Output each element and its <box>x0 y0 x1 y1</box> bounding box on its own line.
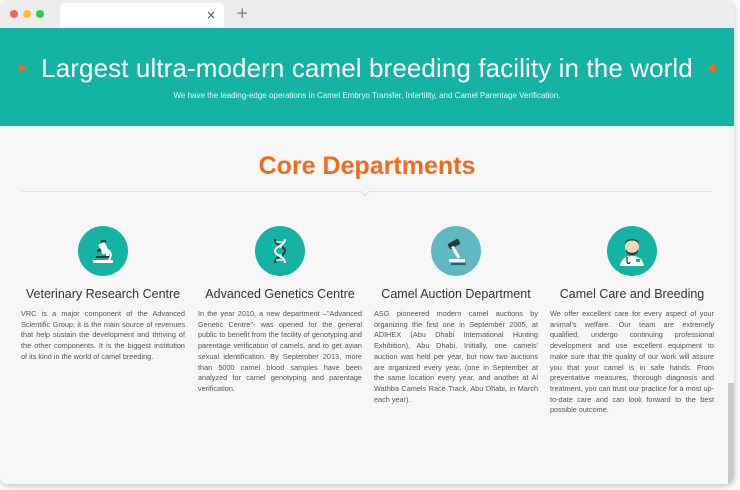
department-description: We offer excellent care for every aspect… <box>550 309 714 415</box>
divider-notch <box>360 187 370 197</box>
hero-title: Largest ultra-modern camel breeding faci… <box>41 52 693 83</box>
department-title: Camel Auction Department <box>381 287 531 301</box>
close-window-button[interactable] <box>10 10 18 18</box>
department-title: Veterinary Research Centre <box>25 287 181 301</box>
gavel-icon <box>431 226 481 276</box>
triangle-right-icon <box>19 63 28 73</box>
minimize-window-button[interactable] <box>23 10 31 18</box>
browser-window: × + Largest ultra-modern camel breeding … <box>0 0 734 484</box>
page-scrollbar[interactable] <box>728 383 734 484</box>
department-card-veterinary: Veterinary Research Centre VRC is a majo… <box>21 226 185 363</box>
new-tab-button[interactable]: + <box>236 4 249 22</box>
department-description: In the year 2010, a new department –"Adv… <box>198 309 362 393</box>
browser-tab[interactable]: × <box>60 3 224 28</box>
department-description: ASG pioneered modern camel auctions by o… <box>374 309 538 404</box>
triangle-left-icon <box>706 63 715 73</box>
department-card-care: Camel Care and Breeding We offer excelle… <box>550 226 714 416</box>
browser-titlebar: × + <box>0 0 734 28</box>
microscope-icon <box>78 226 128 276</box>
hero-banner: Largest ultra-modern camel breeding faci… <box>0 28 734 126</box>
dna-icon <box>255 226 305 276</box>
maximize-window-button[interactable] <box>36 10 44 18</box>
department-description: VRC is a major component of the Advanced… <box>21 309 185 361</box>
veterinarian-icon <box>607 226 657 276</box>
hero-subtitle: We have the leading-edge operations in C… <box>173 91 561 100</box>
department-card-auction: Camel Auction Department ASG pioneered m… <box>374 226 538 405</box>
department-card-genetics: Advanced Genetics Centre In the year 201… <box>198 226 362 395</box>
tab-close-icon[interactable]: × <box>205 8 216 22</box>
department-title: Camel Care and Breeding <box>559 287 705 301</box>
department-title: Advanced Genetics Centre <box>205 287 355 301</box>
section-title: Core Departments <box>258 152 476 180</box>
core-departments-section: Core Departments Veterinary Research Cen… <box>0 126 734 484</box>
hero-title-row: Largest ultra-modern camel breeding faci… <box>0 52 734 84</box>
